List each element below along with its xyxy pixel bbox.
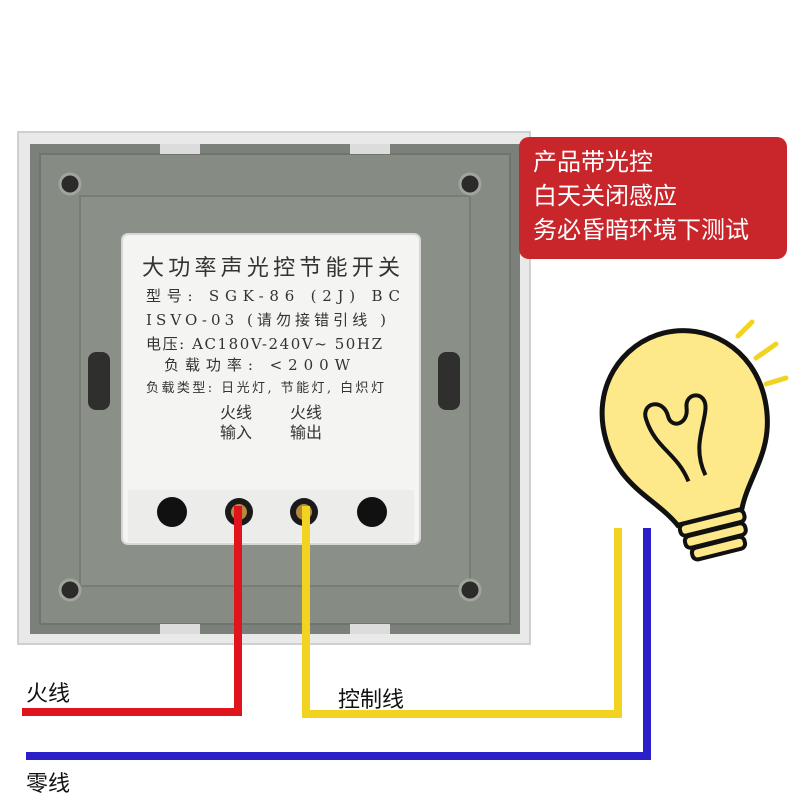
screw-hole-icon [458, 578, 482, 602]
terminal-hole-icon [357, 497, 387, 527]
live-wire-label: 火线 [26, 682, 71, 707]
neutral-wire-label: 零线 [26, 772, 71, 797]
switch-module: 大功率声光控节能开关 型号: SGK-86 (2J) BC ISVO-03 (请… [121, 233, 421, 545]
terminal-out-label-1: 火线 [290, 403, 322, 422]
terminal-hole-icon [157, 497, 187, 527]
notice-line-3: 务必昏暗环境下测试 [533, 216, 749, 244]
mounting-slot-icon [438, 352, 460, 410]
control-wire-label: 控制线 [338, 688, 405, 713]
mounting-slot-icon [88, 352, 110, 410]
live-wire [22, 506, 242, 716]
light-control-notice: 产品带光控 白天关闭感应 务必昏暗环境下测试 [519, 137, 787, 259]
module-voltage: 电压: AC180V-240V~ 50HZ [146, 335, 382, 353]
terminal-out-label-2: 输出 [290, 423, 322, 442]
terminal-in-label-2: 输入 [220, 423, 252, 442]
module-model-2: ISVO-03 (请勿接错引线 ) [146, 311, 386, 329]
control-wire [302, 506, 622, 718]
screw-hole-icon [458, 172, 482, 196]
neutral-wire [26, 528, 651, 760]
screw-hole-icon [58, 578, 82, 602]
light-bulb-icon [599, 319, 789, 562]
notice-line-2: 白天关闭感应 [533, 182, 677, 210]
terminal-in-label-1: 火线 [220, 403, 252, 422]
screw-hole-icon [58, 172, 82, 196]
notice-line-1: 产品带光控 [533, 148, 653, 176]
module-load-type: 负载类型: 日光灯, 节能灯, 白炽灯 [146, 380, 384, 396]
